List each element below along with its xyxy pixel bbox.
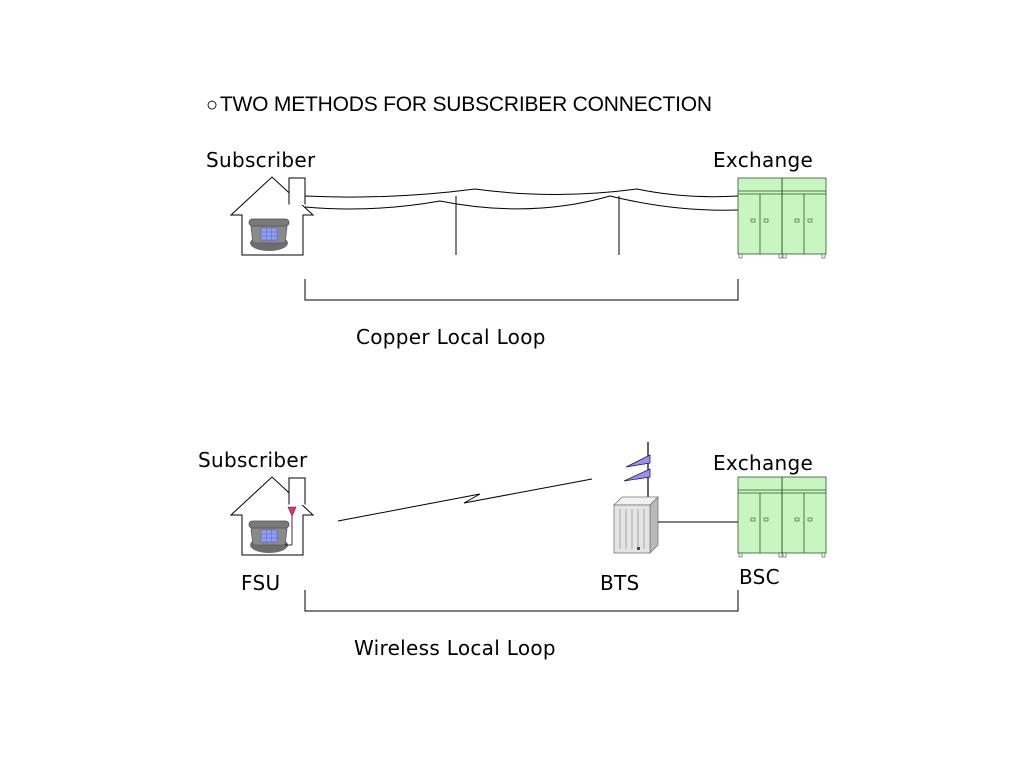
wireless-loop-bracket <box>304 590 739 612</box>
telephone-icon <box>248 520 290 554</box>
copper-loop-bracket <box>304 279 739 301</box>
copper-wires <box>304 188 739 211</box>
telephone-icon <box>248 218 290 252</box>
wireless-loop-label: Wireless Local Loop <box>354 636 556 660</box>
exchange-cabinet-icon <box>737 476 827 558</box>
bts-label: BTS <box>600 571 640 595</box>
copper-loop-label: Copper Local Loop <box>356 325 546 349</box>
fsu-antenna-icon <box>285 506 297 546</box>
title-text: TWO METHODS FOR SUBSCRIBER CONNECTION <box>219 93 712 116</box>
bts-tower-icon <box>623 442 651 500</box>
bts-cabinet-icon <box>613 496 659 554</box>
bsc-label: BSC <box>739 565 780 589</box>
wireless-subscriber-label: Subscriber <box>198 448 308 472</box>
exchange-cabinet-icon <box>737 177 827 259</box>
wireless-subscriber-house <box>230 476 314 556</box>
copper-subscriber-label: Subscriber <box>206 148 316 172</box>
diagram-title: ○TWO METHODS FOR SUBSCRIBER CONNECTION <box>206 92 712 118</box>
wireless-exchange-label: Exchange <box>713 451 814 475</box>
copper-exchange-label: Exchange <box>713 148 814 172</box>
copper-wire-upper <box>304 188 739 198</box>
copper-subscriber-house <box>230 176 314 256</box>
title-bullet: ○ <box>206 94 218 116</box>
copper-wire-lower <box>304 195 739 211</box>
radio-link-icon <box>337 478 593 522</box>
fsu-label: FSU <box>241 571 281 595</box>
